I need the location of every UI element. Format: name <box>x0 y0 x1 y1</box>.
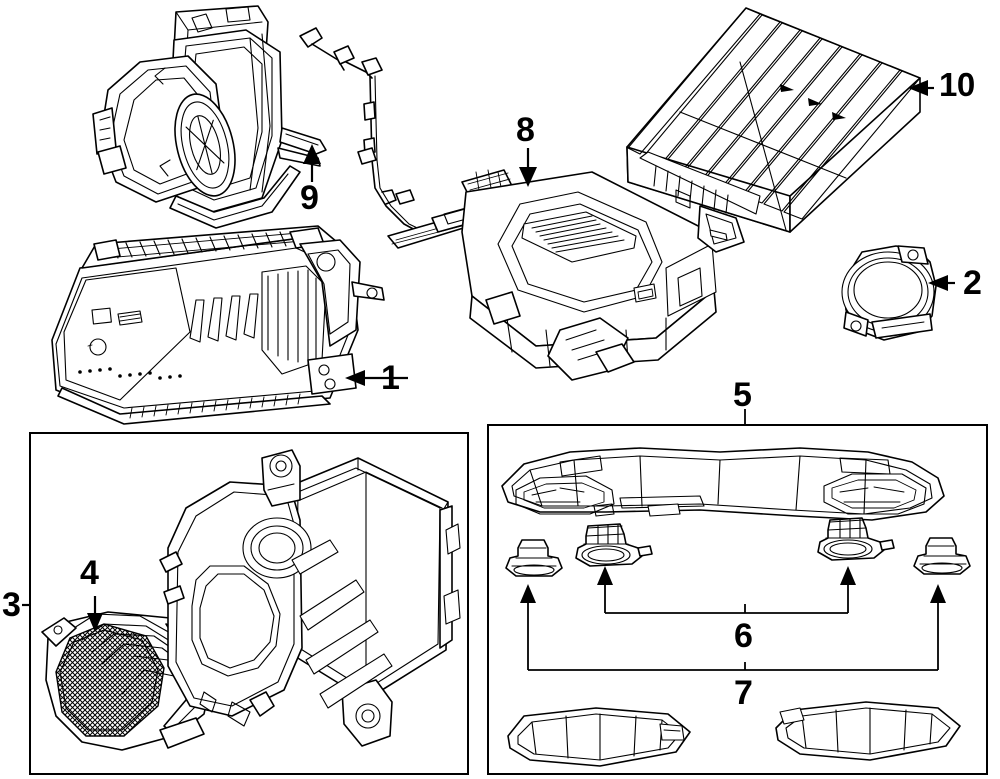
group-3-box <box>29 432 469 775</box>
part-6-lamp-right <box>817 517 895 561</box>
callout-label-8: 8 <box>516 111 535 149</box>
part-8-blower-resistor-housing <box>387 169 717 381</box>
wiring-harness <box>299 27 435 239</box>
part-7-grommet-right <box>913 537 971 575</box>
callout-label-5: 5 <box>733 376 752 414</box>
callout-label-6: 6 <box>734 617 753 655</box>
part-9-hvac-housing-case <box>92 5 327 229</box>
console-lens-tray-right <box>775 701 961 761</box>
part-10-finned-amplifier-module <box>626 7 921 253</box>
leader-lines <box>22 80 955 671</box>
part-5-overhead-console <box>501 447 945 521</box>
part-6-lamp-left <box>575 523 653 567</box>
callout-label-9: 9 <box>300 179 319 217</box>
console-lens-tray-left <box>507 707 691 767</box>
callout-label-1: 1 <box>381 359 400 397</box>
part-2-round-speaker <box>841 245 937 341</box>
part-7-grommet-left <box>505 539 563 577</box>
callout-label-7: 7 <box>734 674 753 712</box>
callout-label-3: 3 <box>2 586 21 624</box>
callout-label-10: 10 <box>939 66 975 103</box>
group-5-box <box>487 424 988 775</box>
callout-label-4: 4 <box>80 554 99 592</box>
part-3-heater-evaporator-case <box>159 449 461 747</box>
part-1-electronic-control-module <box>51 225 385 425</box>
callout-label-2: 2 <box>963 264 982 302</box>
